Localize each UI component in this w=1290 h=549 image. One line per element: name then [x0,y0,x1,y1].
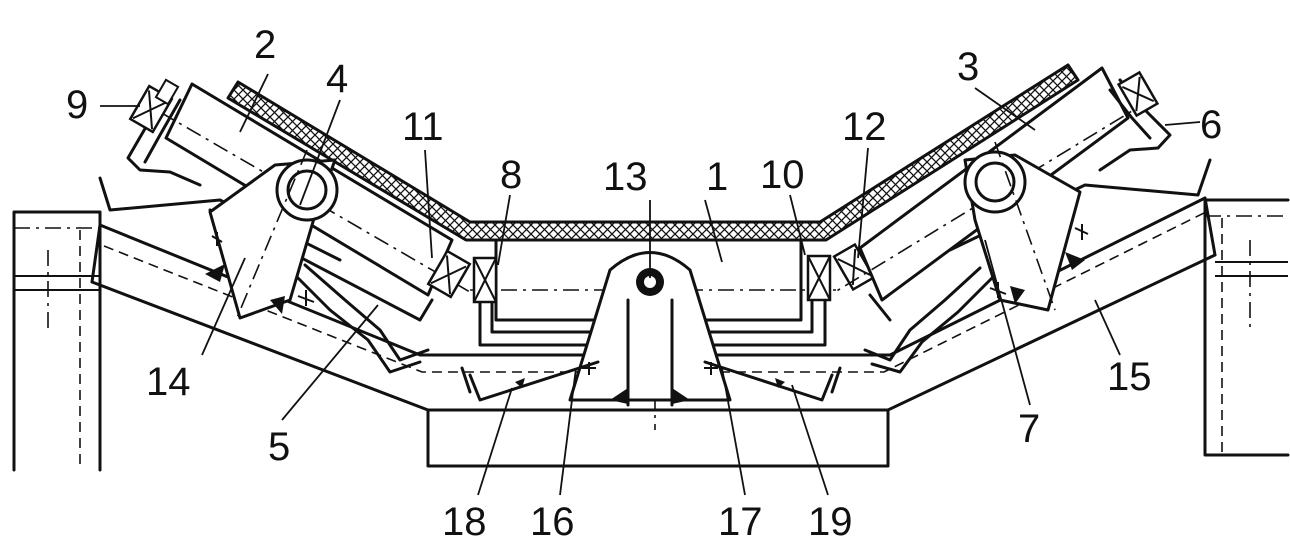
label-4: 4 [326,57,348,101]
label-11: 11 [402,105,444,149]
label-6: 6 [1200,103,1222,147]
label-14: 14 [146,360,191,404]
label-7: 7 [1018,407,1040,451]
label-15: 15 [1107,355,1152,399]
label-10: 10 [760,153,805,197]
label-9: 9 [66,83,88,127]
label-16: 16 [530,500,575,544]
label-17: 17 [718,500,763,544]
label-8: 8 [500,153,522,197]
center-lower-brackets [460,360,842,402]
label-1: 1 [706,155,728,199]
label-18: 18 [442,500,487,544]
label-13: 13 [603,155,648,199]
label-3: 3 [957,45,979,89]
label-5: 5 [268,425,290,469]
label-2: 2 [254,23,276,67]
part-labels: 1 2 3 4 5 6 7 8 9 10 11 12 13 14 15 16 1… [66,23,1222,544]
right-stanchion [1203,198,1290,457]
label-12: 12 [842,105,887,149]
leader-lines [100,73,1201,496]
label-19: 19 [808,500,853,544]
left-stanchion [12,210,102,472]
left-pivot-arm [205,149,339,321]
center-pivot-post [568,251,732,407]
conveyor-belt [226,63,1080,242]
